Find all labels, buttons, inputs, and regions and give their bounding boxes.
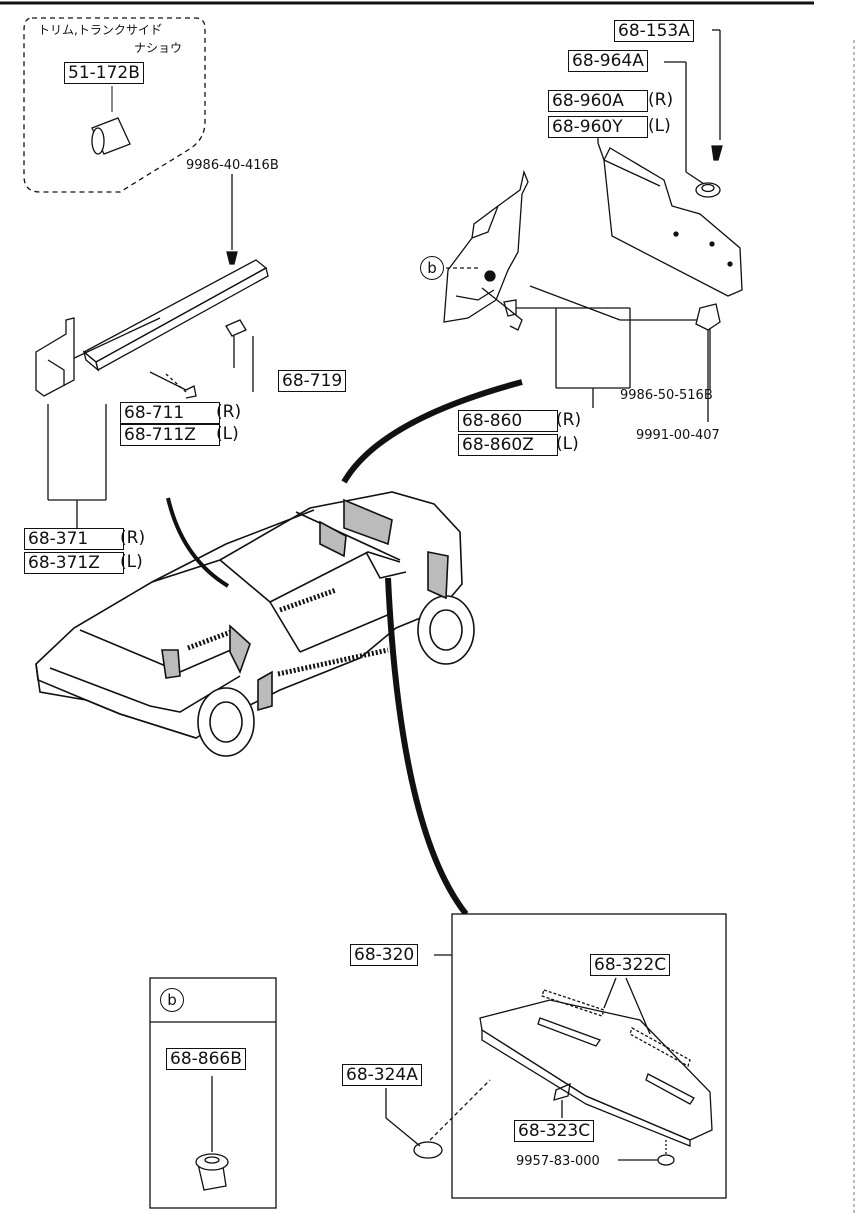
part-label-68-322C[interactable]: 68-322C (590, 954, 671, 976)
part-label-68-320[interactable]: 68-320 (350, 944, 419, 966)
part-label-68-371Z[interactable]: 68-371Z (24, 552, 124, 574)
part-label-tray-clip[interactable]: 9957-83-000 (516, 1154, 600, 1169)
part-label-68-960A[interactable]: 68-960A (548, 90, 648, 112)
package-tray-assembly (385, 913, 727, 1199)
leader-curve-sill (166, 497, 230, 588)
part-label-68-323C[interactable]: 68-323C (514, 1120, 595, 1142)
part-label-68-153A[interactable]: 68-153A (614, 20, 694, 42)
leader-curve-quarter (341, 379, 523, 484)
part-label-68-711Z[interactable]: 68-711Z (120, 424, 220, 446)
bracket-l-indicator: (L) (120, 552, 143, 572)
part-label-68-866B[interactable]: 68-866B (166, 1048, 246, 1070)
part-label-sill-screw[interactable]: 9986-40-416B (186, 158, 279, 173)
detail-b-header: b (160, 988, 184, 1012)
quarter-l-indicator: (L) (556, 434, 579, 454)
part-label-68-711[interactable]: 68-711 (120, 402, 220, 424)
inset-dashed-region (23, 17, 206, 193)
part-label-68-371[interactable]: 68-371 (24, 528, 124, 550)
detail-b-box (149, 977, 277, 1209)
car-illustration (35, 491, 475, 757)
inset-caption-2: ナショウ (134, 41, 183, 55)
plug-part (91, 86, 131, 155)
part-label-51-172B[interactable]: 51-172B (64, 62, 144, 84)
trunk-r-indicator: (R) (648, 90, 674, 110)
part-label-68-860[interactable]: 68-860 (458, 410, 558, 432)
side-r-indicator: (R) (216, 402, 242, 422)
part-label-quarter-screw[interactable]: 9986-50-516B (620, 388, 713, 403)
side-l-indicator: (L) (216, 424, 239, 444)
part-label-68-960Y[interactable]: 68-960Y (548, 116, 648, 138)
quarter-trim-assembly (443, 169, 711, 408)
side-sill-assembly (35, 174, 269, 528)
detail-b-ref: b (160, 988, 184, 1012)
ref-b-marker[interactable]: b (420, 256, 444, 280)
trunk-l-indicator: (L) (648, 116, 671, 136)
part-label-68-860Z[interactable]: 68-860Z (458, 434, 558, 456)
part-label-trunk-clip[interactable]: 9991-00-407 (636, 428, 720, 443)
quarter-r-indicator: (R) (556, 410, 582, 430)
inset-caption-1: トリム,トランクサイド゙ (38, 23, 162, 37)
trunk-side-trim-assembly (597, 29, 743, 422)
leader-curve-tray (385, 577, 469, 916)
bracket-r-indicator: (R) (120, 528, 146, 548)
part-label-68-964A[interactable]: 68-964A (568, 50, 648, 72)
part-label-68-324A[interactable]: 68-324A (342, 1064, 422, 1086)
part-label-68-719[interactable]: 68-719 (278, 370, 347, 392)
ref-b-text: b (420, 256, 444, 280)
